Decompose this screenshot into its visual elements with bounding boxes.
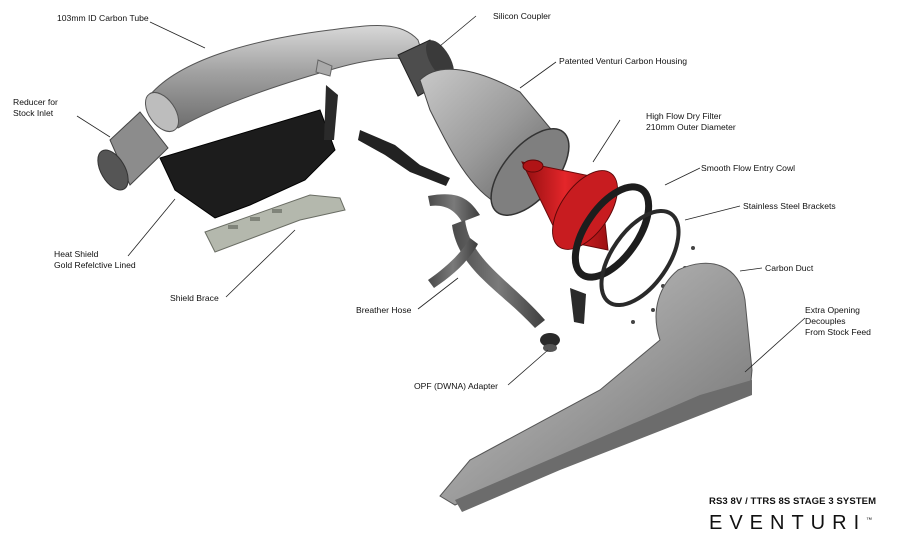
label-dry-filter: High Flow Dry Filter 210mm Outer Diamete… [646,111,736,133]
label-carbon-duct: Carbon Duct [765,263,814,273]
carbon-duct [439,262,753,512]
label-breather-hose: Breather Hose [356,305,412,315]
label-shield-brace: Shield Brace [170,293,219,303]
label-reducer: Reducer for Stock Inlet [13,97,58,119]
opf-adapter [540,333,560,352]
label-brackets: Stainless Steel Brackets [743,201,836,211]
shield-brace [204,194,346,253]
leader-lines [76,15,806,386]
label-opf-adapter: OPF (DWNA) Adapter [414,381,499,391]
label-dry-filter-line-1: High Flow Dry Filter [646,111,722,121]
label-venturi-housing: Patented Venturi Carbon Housing [559,56,688,66]
brand-name: EVENTURI [709,512,867,534]
label-extra-opening: Extra Opening Decouples From Stock Feed [805,305,871,338]
label-silicon-coupler: Silicon Coupler [493,11,551,21]
label-entry-cowl: Smooth Flow Entry Cowl [701,163,796,173]
label-extra-opening-line-3: From Stock Feed [805,327,871,337]
misc-bracket [358,130,450,186]
label-extra-opening-line-2: Decouples [805,316,846,326]
label-heat-shield-line-1: Heat Shield [54,249,99,259]
breather-hose [428,194,545,328]
heat-shield [159,85,338,219]
brand-logo: EVENTURI™ [709,512,872,535]
label-heat-shield: Heat Shield Gold Refelctive Lined [54,249,136,271]
label-reducer-line-2: Stock Inlet [13,108,54,118]
reducer [97,111,169,191]
label-reducer-line-1: Reducer for [13,97,58,107]
brand-trademark: ™ [866,517,873,524]
label-carbon-tube: 103mm ID Carbon Tube [57,13,149,23]
label-dry-filter-line-2: 210mm Outer Diameter [646,122,736,132]
system-title: RS3 8V / TTRS 8S STAGE 3 SYSTEM [709,496,877,507]
entry-cowl [571,183,653,281]
label-extra-opening-line-1: Extra Opening [805,305,860,315]
label-heat-shield-line-2: Gold Refelctive Lined [54,260,136,270]
carbon-tube [144,25,426,133]
